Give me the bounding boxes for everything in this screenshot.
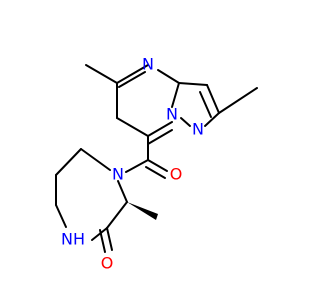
lactam-double-bond bbox=[99, 229, 106, 253]
bond bbox=[199, 91, 212, 118]
atom-label-n-amide: N bbox=[112, 165, 124, 184]
carbonyl-double-bond bbox=[147, 159, 168, 172]
pyrimidine-ring-bonds bbox=[116, 64, 180, 145]
atom-label-o-carbonyl: O bbox=[170, 165, 183, 184]
bond bbox=[206, 84, 220, 114]
bond bbox=[91, 227, 108, 241]
carbonyl-double-bond bbox=[145, 166, 166, 179]
bond bbox=[55, 204, 67, 228]
bond bbox=[147, 121, 173, 137]
atom-label-o-lactam: O bbox=[101, 254, 114, 273]
atom-label-n-pyrazole: N bbox=[192, 120, 204, 139]
bond bbox=[178, 82, 208, 86]
diazepanone-ring-bonds bbox=[55, 148, 128, 253]
bond bbox=[80, 148, 111, 171]
methyl-bond bbox=[218, 87, 258, 114]
bond bbox=[117, 180, 128, 203]
structure-canvas: N N N O N NH O bbox=[55, 54, 258, 273]
methyl-bond bbox=[85, 64, 118, 84]
bond bbox=[116, 64, 149, 84]
bond bbox=[125, 159, 149, 173]
bond bbox=[116, 117, 149, 137]
bond bbox=[118, 71, 146, 88]
bond bbox=[55, 148, 82, 176]
bond bbox=[157, 69, 180, 84]
bond bbox=[180, 117, 191, 127]
atom-label-nh-lactam: NH bbox=[61, 230, 85, 249]
bond bbox=[171, 82, 180, 108]
bond bbox=[147, 129, 173, 145]
stereo-wedge bbox=[127, 202, 158, 220]
pyrazole-ring-bonds bbox=[178, 82, 220, 127]
lactam-double-bond bbox=[106, 227, 113, 251]
bond bbox=[106, 201, 128, 229]
bond bbox=[204, 112, 220, 127]
atom-label-n-pyrimidine: N bbox=[142, 55, 154, 74]
molecule-drawing: N N N O N NH O bbox=[55, 55, 258, 273]
carbonyl-bonds bbox=[125, 135, 168, 179]
atom-label-n-bridge: N bbox=[166, 105, 178, 124]
methyl-bonds bbox=[85, 64, 258, 114]
